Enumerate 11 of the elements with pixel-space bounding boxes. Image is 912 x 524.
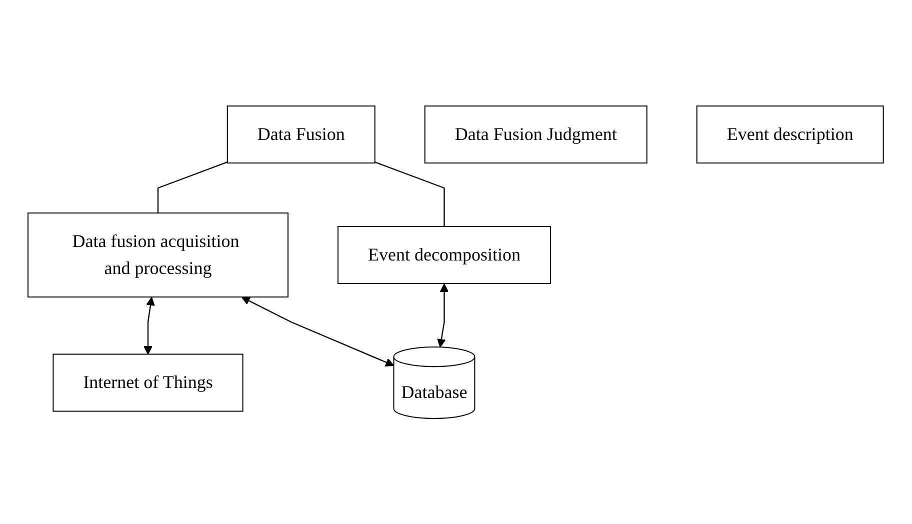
node-box: Event decomposition — [338, 226, 552, 284]
node-box: Data fusion acquisition and processing — [28, 212, 289, 298]
node-box: Event description — [696, 105, 884, 164]
connector — [374, 161, 446, 226]
arrow — [242, 296, 394, 366]
connector — [158, 161, 228, 213]
arrow — [144, 296, 156, 354]
node-box: Data Fusion — [227, 105, 376, 164]
node-box: Data Fusion Judgment — [424, 105, 648, 164]
node-box: Internet of Things — [53, 354, 244, 412]
arrow — [437, 283, 449, 348]
